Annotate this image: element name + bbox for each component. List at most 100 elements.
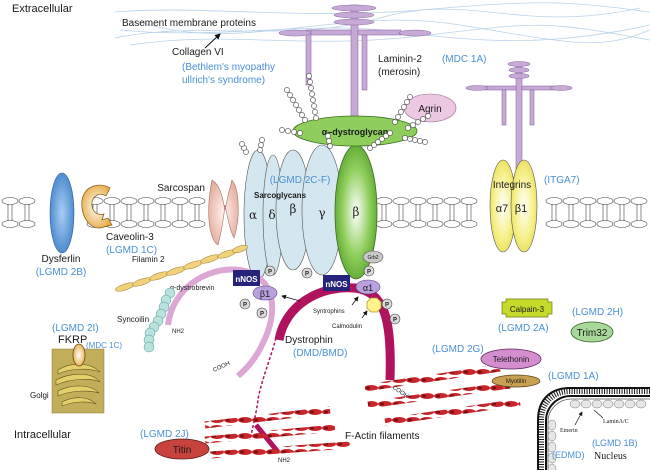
- dysferlin-label: Dysferlin: [42, 254, 81, 265]
- dysferlin-disease-label: (LGMD 2B): [36, 267, 87, 278]
- syntrophin-arrow-1: [281, 294, 301, 302]
- phospho-label: P: [268, 270, 272, 276]
- lipid-head: [1, 220, 19, 228]
- syntrophin-arrow-2: [351, 296, 359, 306]
- integrins-label: Integrins: [493, 180, 531, 191]
- sg-beta-label: β: [290, 202, 297, 216]
- golgi-label: Golgi: [30, 391, 49, 400]
- syntrophins-label: Syntrophins: [313, 309, 345, 315]
- glycan-bead: [284, 87, 290, 93]
- calmodulin-arrow: [361, 310, 368, 319]
- factin-filament: [384, 398, 521, 426]
- lipid-head: [460, 220, 478, 228]
- grb2: [362, 250, 384, 264]
- lipid-head: [392, 197, 410, 205]
- dysferlin: [49, 172, 75, 254]
- factin-filament: [204, 424, 336, 444]
- lipid-head: [613, 197, 631, 205]
- phospho-circle: [301, 267, 313, 279]
- dystrobrevin-label: α-dystrobrevin: [170, 285, 215, 292]
- glycan-bead: [297, 130, 303, 136]
- phospho-label: P: [243, 303, 247, 309]
- glycan-bead: [259, 137, 265, 143]
- phospho-label: P: [385, 303, 389, 309]
- glycan-bead: [375, 139, 381, 145]
- lamin-bump: [547, 430, 557, 442]
- lipid-head: [443, 220, 461, 228]
- glycan-bead: [325, 133, 331, 139]
- phospho-label: P: [393, 318, 397, 324]
- sarcoglycan-complex: [243, 144, 343, 281]
- glycan-bead: [405, 125, 411, 131]
- phosphorylation-sites: P P P P P P P: [239, 265, 401, 325]
- lipid-head: [188, 220, 206, 228]
- glycan-bead: [309, 91, 315, 97]
- filamin-2: [115, 244, 248, 292]
- syncoilin-label: Syncoilin: [117, 315, 149, 324]
- emerin-disease-label: (EDMD): [552, 450, 585, 460]
- lipid-head: [460, 197, 478, 205]
- lamin-pointer: [593, 409, 604, 419]
- glycan-bead: [422, 139, 428, 145]
- glycan-bead: [313, 115, 319, 121]
- agrin-label: Agrin: [418, 104, 441, 115]
- alpha1-syntrophin: [355, 279, 381, 295]
- fkrp-disease-label: (LGMD 2I): [52, 323, 99, 334]
- nnos-label-1: nNOS: [235, 275, 258, 284]
- phospho-label: P: [260, 312, 264, 318]
- trim32: [570, 321, 614, 343]
- collagen-disease-label-2: ullrich's syndrome): [182, 75, 265, 86]
- telethonin-disease-label: (LGMD 2G): [432, 344, 484, 355]
- glycan-bead: [415, 119, 421, 125]
- emerin-label: Emerin: [560, 428, 578, 434]
- factin-filament: [209, 441, 351, 459]
- glycan-bead: [327, 143, 333, 149]
- lipid-head: [171, 197, 189, 205]
- calpain-disease-label: (LGMD 2A): [498, 323, 549, 334]
- lipid-head: [630, 197, 648, 205]
- lipid-head: [392, 220, 410, 228]
- glycan-bead: [312, 109, 318, 115]
- lamin-bump: [580, 399, 592, 409]
- calmodulin-label: Calmodulin: [332, 324, 362, 330]
- sarcospan-label: Sarcospan: [157, 183, 205, 194]
- phospho-label: P: [305, 272, 309, 278]
- alpha1-syntrophin-label: α1: [363, 283, 373, 293]
- dystrophin-label: Dystrophin: [285, 335, 333, 346]
- glycan-bead: [379, 136, 385, 142]
- lipid-head: [409, 220, 427, 228]
- lamin-bump: [591, 399, 603, 409]
- lipid-head: [579, 197, 597, 205]
- factin-label: F-Actin filaments: [345, 431, 419, 442]
- lamin-bump: [547, 463, 557, 470]
- integrin-beta1: [510, 159, 538, 253]
- calpain-3: [501, 298, 553, 318]
- lipid-head: [443, 197, 461, 205]
- glycan-bead: [279, 127, 285, 133]
- glycan-bead: [410, 122, 416, 128]
- glycan-bead: [258, 142, 264, 148]
- fkrp-label: FKRP: [58, 334, 87, 346]
- syncoilin: [143, 287, 176, 353]
- lipid-head: [171, 220, 189, 228]
- lipid-head: [18, 197, 36, 205]
- laminin-2: [278, 4, 432, 124]
- lipid-head: [545, 220, 563, 228]
- integrin-a7-label: α7: [496, 203, 508, 215]
- phospho-label: P: [367, 270, 371, 276]
- collagen-disease-label: (Bethlem's myopathy: [182, 62, 275, 73]
- glycan-bead: [420, 116, 426, 122]
- lamin-bump: [602, 399, 614, 409]
- laminin-disease-label: (MDC 1A): [442, 54, 486, 65]
- trim-disease-label: (LGMD 2H): [572, 307, 623, 318]
- glycan-bead: [407, 94, 413, 100]
- glycan-bead: [291, 129, 297, 135]
- glycan-bead: [395, 114, 401, 120]
- phospho-circle: [239, 298, 251, 310]
- filamin-label: Filamin 2: [132, 255, 165, 264]
- lipid-head: [426, 197, 444, 205]
- factin-filaments: [204, 364, 521, 459]
- lipid-head: [375, 197, 393, 205]
- caveolin-3: [81, 184, 113, 229]
- sg-delta-label: δ: [268, 208, 275, 222]
